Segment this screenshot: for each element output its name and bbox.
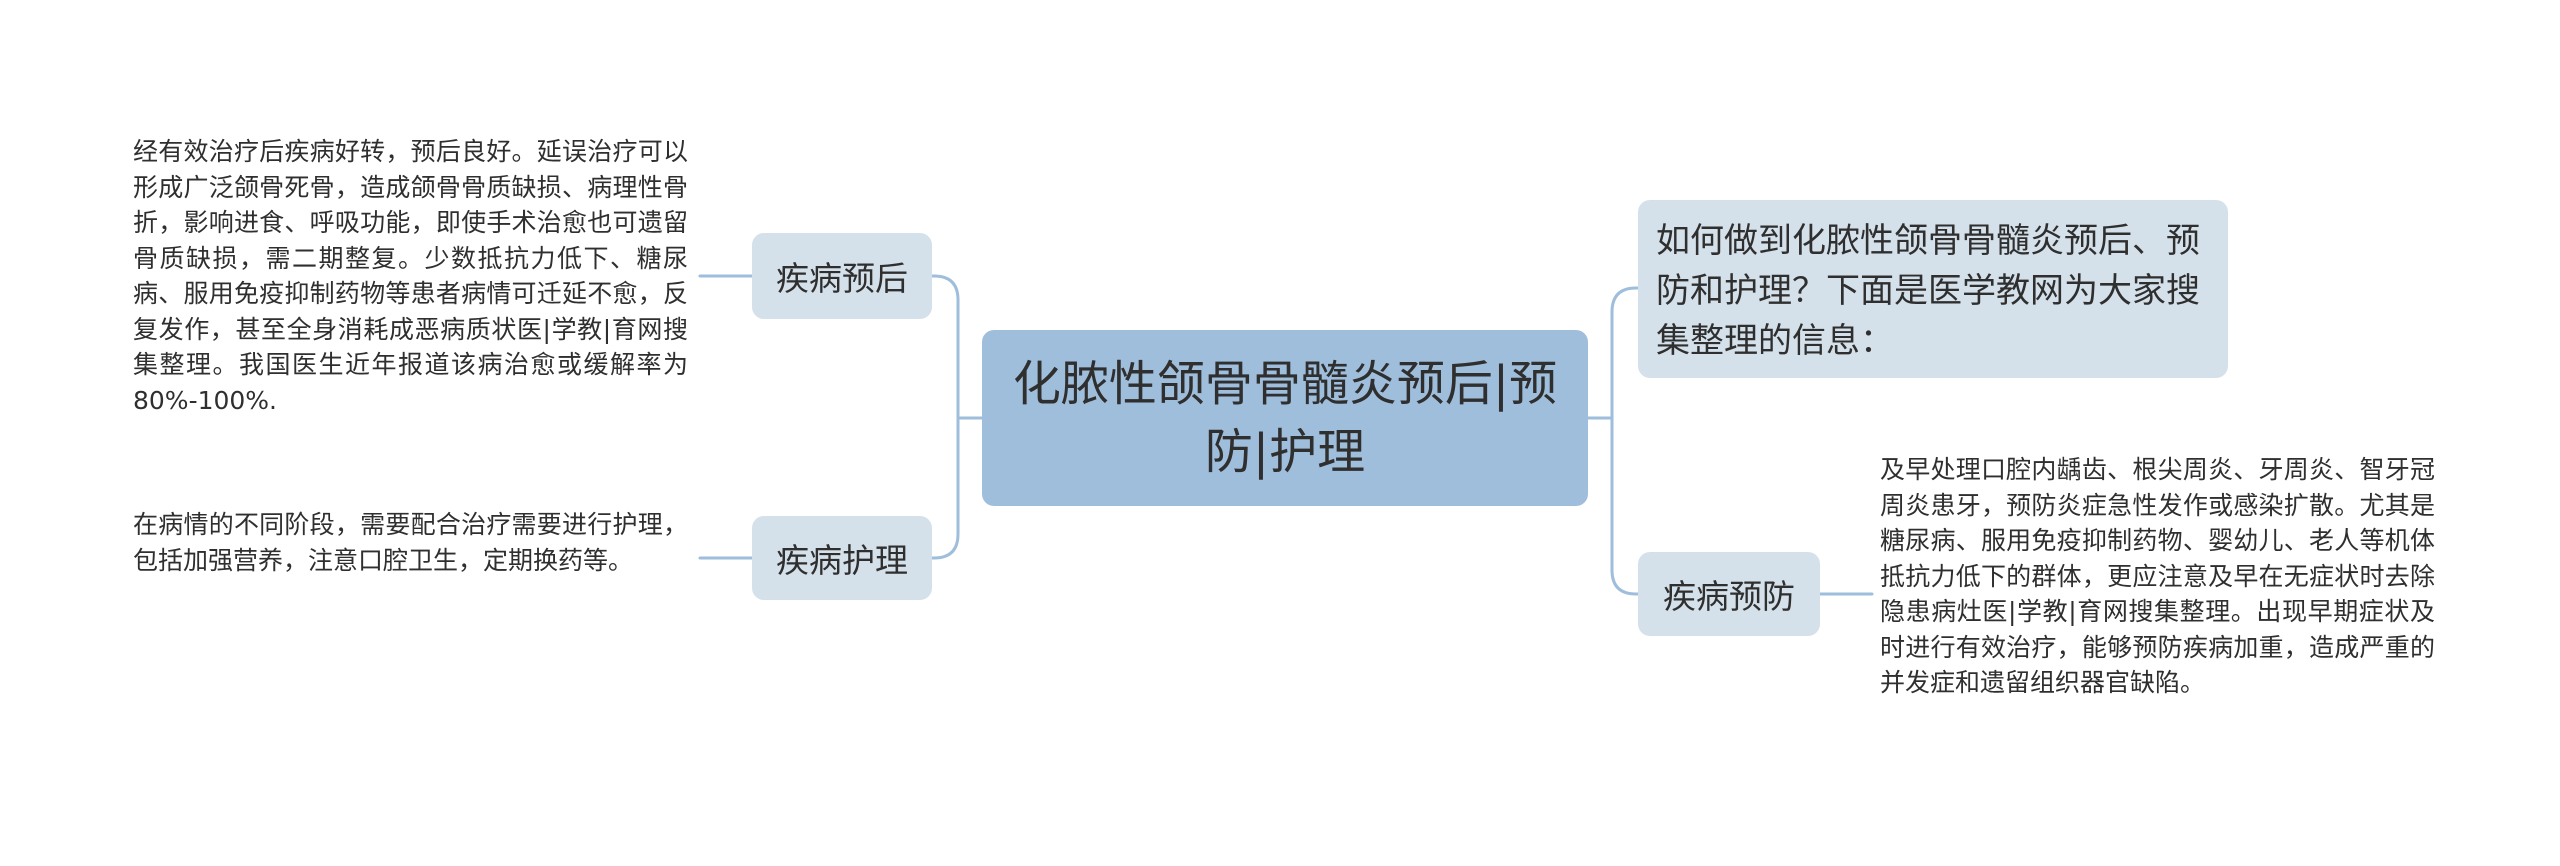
- branch-nursing-label: 疾病护理: [776, 541, 908, 580]
- connector-to-nursing: [930, 416, 960, 560]
- branch-prognosis[interactable]: 疾病预后: [752, 233, 932, 319]
- connector-to-intro: [1610, 286, 1640, 420]
- branch-prognosis-label: 疾病预后: [776, 259, 908, 298]
- nursing-detail: 在病情的不同阶段，需要配合治疗需要进行护理，包括加强营养，注意口腔卫生，定期换药…: [133, 510, 688, 575]
- root-topic-label: 化脓性颌骨骨髓炎预后|预防|护理: [1012, 356, 1558, 480]
- intro-topic-text: 如何做到化脓性颌骨骨髓炎预后、预防和护理？下面是医学教网为大家搜集整理的信息：: [1656, 221, 2200, 361]
- prognosis-detail: 经有效治疗后疾病好转，预后良好。延误治疗可以形成广泛颌骨死骨，造成颌骨骨质缺损、…: [133, 137, 688, 415]
- branch-nursing[interactable]: 疾病护理: [752, 516, 932, 600]
- branch-prevention[interactable]: 疾病预防: [1638, 552, 1820, 636]
- prevention-detail: 及早处理口腔内龋齿、根尖周炎、牙周炎、智牙冠周炎患牙，预防炎症急性发作或感染扩散…: [1880, 455, 2435, 697]
- connector-to-prevention: [1610, 416, 1640, 596]
- branch-prevention-label: 疾病预防: [1663, 577, 1795, 616]
- connector-to-prognosis: [930, 274, 960, 420]
- intro-topic[interactable]: 如何做到化脓性颌骨骨髓炎预后、预防和护理？下面是医学教网为大家搜集整理的信息：: [1638, 200, 2228, 378]
- root-topic[interactable]: 化脓性颌骨骨髓炎预后|预防|护理: [982, 330, 1588, 506]
